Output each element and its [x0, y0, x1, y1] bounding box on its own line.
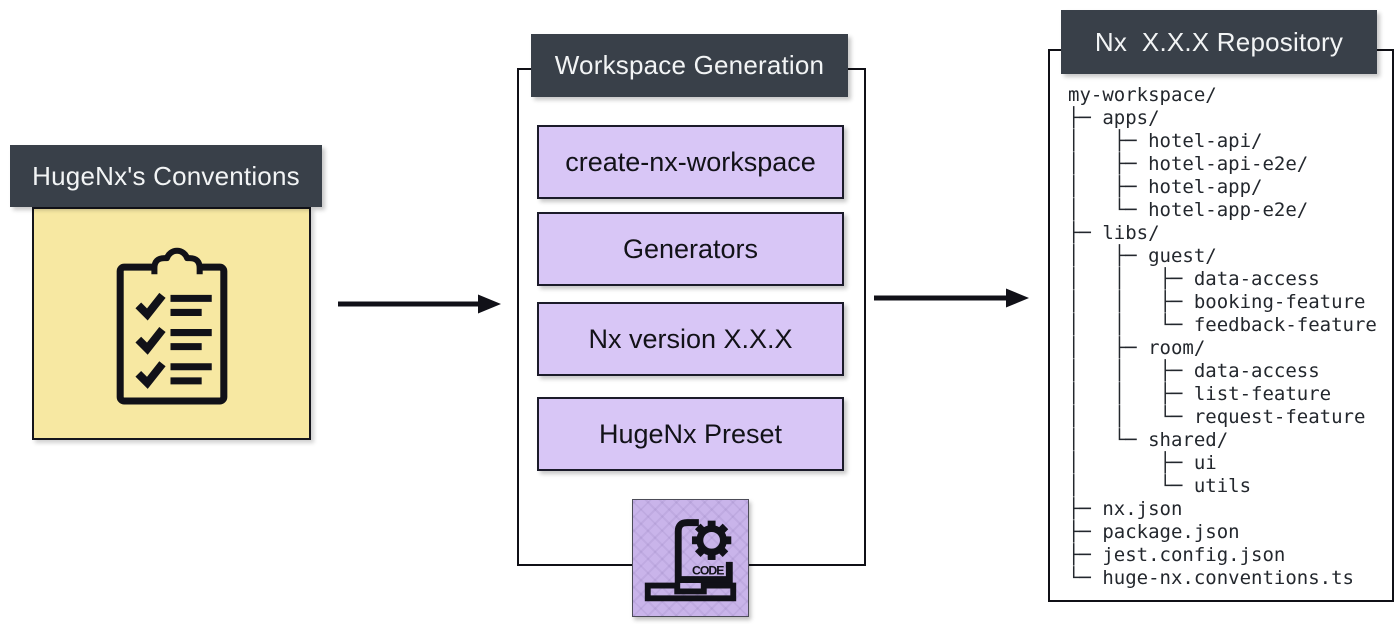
step-nx-version: Nx version X.X.X [537, 302, 844, 376]
right-panel-title: Nx X.X.X Repository [1094, 26, 1344, 57]
file-tree: my-workspace/ ├─ apps/ │ ├─ hotel-api/ │… [1068, 84, 1377, 589]
arrow-left-to-middle [338, 294, 501, 314]
repository-container [1048, 49, 1394, 602]
step-generators: Generators [537, 212, 844, 286]
laptop-code-gear-icon: CODE [644, 519, 737, 602]
step-label: Generators [622, 233, 759, 264]
code-generation-icon-box: CODE [632, 499, 749, 617]
middle-panel-header: Workspace Generation [531, 34, 848, 97]
code-icon-label: CODE [692, 564, 724, 578]
step-create-nx-workspace: create-nx-workspace [537, 125, 844, 199]
clipboard-checklist-icon [116, 247, 227, 404]
step-label: Nx version X.X.X [588, 323, 793, 354]
right-panel-header: Nx X.X.X Repository [1061, 10, 1377, 74]
arrow-middle-to-right [874, 288, 1029, 308]
middle-panel-title: Workspace Generation [554, 50, 825, 80]
conventions-box [32, 207, 311, 440]
step-label: create-nx-workspace [565, 146, 816, 177]
left-panel-title: HugeNx's Conventions [32, 160, 300, 191]
step-hugenx-preset: HugeNx Preset [537, 397, 844, 471]
left-panel-header: HugeNx's Conventions [10, 145, 322, 207]
step-label: HugeNx Preset [598, 418, 783, 449]
